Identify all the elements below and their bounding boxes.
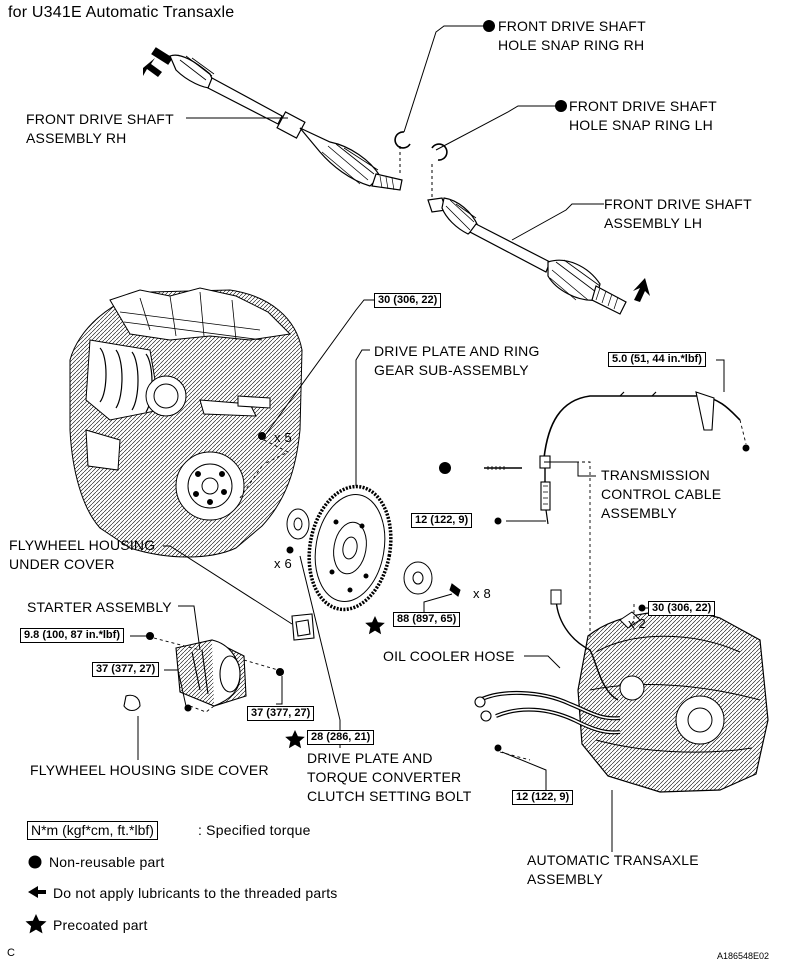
torque-transaxle-bottom: 12 (122, 9) [512, 790, 574, 805]
transaxle-drawing [474, 589, 769, 793]
page-header: for U341E Automatic Transaxle [8, 4, 235, 21]
label-drive-plate-2: GEAR SUB-ASSEMBLY [374, 362, 529, 378]
label-flywheel-under-cover-1: FLYWHEEL HOUSING [9, 537, 156, 553]
legend-precoated: Precoated part [53, 917, 148, 933]
label-flywheel-side-cover: FLYWHEEL HOUSING SIDE COVER [30, 762, 269, 778]
count-drive-plate-bolts: x 8 [473, 586, 491, 601]
count-transaxle-bolts: x 2 [628, 616, 646, 631]
torque-cable-nut: 12 (122, 9) [411, 513, 473, 528]
label-flywheel-under-cover-2: UNDER COVER [9, 556, 115, 572]
legend-star [25, 914, 47, 934]
label-rh-snap-ring-1: FRONT DRIVE SHAFT [498, 18, 646, 34]
torque-starter-top: 9.8 (100, 87 in.*lbf) [20, 628, 124, 643]
label-lh-shaft-1: FRONT DRIVE SHAFT [604, 196, 752, 212]
count-engine-bolts: x 5 [274, 430, 292, 445]
symbols [25, 20, 567, 934]
drive-plate-drawing [286, 484, 461, 612]
label-control-cable-1: TRANSMISSION [601, 467, 710, 483]
legend-dot [28, 855, 42, 869]
footer-left: C [7, 947, 16, 959]
label-lh-snap-ring-1: FRONT DRIVE SHAFT [569, 98, 717, 114]
label-lh-shaft-2: ASSEMBLY LH [604, 215, 703, 231]
label-setting-bolt-3: CLUTCH SETTING BOLT [307, 788, 472, 804]
label-control-cable-3: ASSEMBLY [601, 505, 678, 521]
legend-non-reusable: Non-reusable part [49, 854, 165, 870]
label-setting-bolt-2: TORQUE CONVERTER [307, 769, 462, 785]
footer-right: A186548E02 [717, 951, 770, 961]
drive-shaft-lh-drawing [427, 197, 650, 315]
torque-starter-left: 37 (377, 27) [92, 662, 160, 677]
torque-drive-plate-bolts: 88 (897, 65) [393, 612, 461, 627]
torque-setting-bolt: 28 (286, 21) [307, 730, 375, 745]
drive-shaft-rh-drawing [143, 47, 403, 191]
control-cable-drawing [484, 391, 750, 640]
legend-torque-text: : Specified torque [198, 822, 311, 838]
label-control-cable-2: CONTROL CABLE [601, 486, 722, 502]
label-rh-shaft-2: ASSEMBLY RH [26, 130, 127, 146]
non-reusable-dot-rh [483, 20, 495, 32]
torque-engine-bolts: 30 (306, 22) [374, 293, 442, 308]
count-setting-bolts: x 6 [274, 556, 292, 571]
label-transaxle-1: AUTOMATIC TRANSAXLE [527, 852, 699, 868]
legend-no-lube: Do not apply lubricants to the threaded … [53, 885, 338, 901]
torque-cable-bracket: 5.0 (51, 44 in.*lbf) [608, 352, 706, 367]
legend-torque-box: N*m (kgf*cm, ft.*lbf) [27, 821, 158, 840]
precoat-star-bolt [285, 730, 305, 749]
legend-arrow-icon [28, 886, 46, 898]
non-reusable-dot-lh [555, 100, 567, 112]
starter-drawing [123, 613, 315, 713]
non-reusable-dot-cable [439, 462, 451, 474]
torque-transaxle-top: 30 (306, 22) [648, 601, 716, 616]
label-rh-shaft-1: FRONT DRIVE SHAFT [26, 111, 174, 127]
label-oil-cooler-hose: OIL COOLER HOSE [383, 648, 515, 664]
snap-rings [394, 131, 448, 198]
label-lh-snap-ring-2: HOLE SNAP RING LH [569, 117, 713, 133]
engine-drawing [69, 287, 303, 558]
label-drive-plate-1: DRIVE PLATE AND RING [374, 343, 540, 359]
label-setting-bolt-1: DRIVE PLATE AND [307, 750, 433, 766]
torque-starter-right: 37 (377, 27) [247, 706, 315, 721]
label-transaxle-2: ASSEMBLY [527, 871, 604, 887]
label-starter: STARTER ASSEMBLY [27, 599, 172, 615]
label-rh-snap-ring-2: HOLE SNAP RING RH [498, 37, 645, 53]
precoat-star-plate [365, 616, 385, 635]
